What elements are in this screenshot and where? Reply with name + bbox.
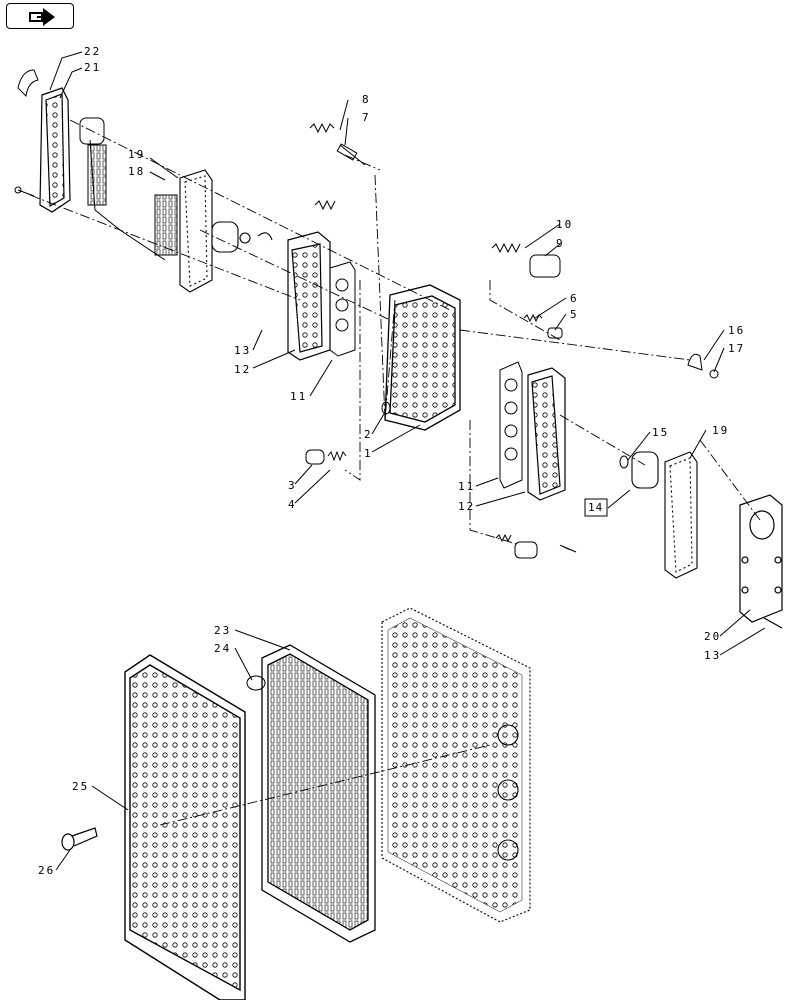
callout-10: 10 bbox=[556, 218, 573, 231]
callout-19-right: 19 bbox=[712, 424, 729, 437]
gasket-23 bbox=[261, 644, 376, 943]
separator-plate-25 bbox=[124, 654, 246, 1000]
plug-3-spring-4 bbox=[305, 449, 347, 465]
clip-16 bbox=[687, 353, 719, 379]
bolt-26 bbox=[61, 827, 98, 851]
callout-1: 1 bbox=[364, 447, 373, 460]
callout-24: 24 bbox=[214, 642, 231, 655]
spring-small bbox=[314, 199, 336, 211]
callout-6: 6 bbox=[570, 292, 579, 305]
callout-4: 4 bbox=[288, 498, 297, 511]
leader-lines bbox=[49, 51, 766, 871]
main-valve-body-1 bbox=[384, 284, 461, 431]
plug-24 bbox=[246, 675, 266, 691]
solenoid-15 bbox=[619, 451, 659, 489]
callout-5: 5 bbox=[570, 308, 579, 321]
valve-body-12-left bbox=[287, 231, 331, 361]
gasket-11-left bbox=[329, 261, 356, 357]
callout-14: 14 bbox=[588, 501, 603, 514]
spool-9-spring-10 bbox=[491, 242, 561, 278]
callout-21: 21 bbox=[84, 61, 101, 74]
bolt-left bbox=[14, 186, 35, 197]
callout-13-right: 13 bbox=[704, 649, 721, 662]
spring-8 bbox=[309, 122, 366, 166]
callout-labels: 22 21 19 18 8 7 10 9 6 5 13 12 11 2 1 3 … bbox=[38, 45, 745, 877]
cover-plate-20 bbox=[739, 494, 783, 629]
callout-18: 18 bbox=[128, 165, 145, 178]
callout-2: 2 bbox=[364, 428, 373, 441]
plug-5-spring-6 bbox=[523, 313, 563, 339]
callout-15: 15 bbox=[652, 426, 669, 439]
solenoid-harness-18 bbox=[79, 117, 178, 261]
gasket-19-right bbox=[664, 451, 698, 579]
callout-8: 8 bbox=[362, 93, 371, 106]
callout-23: 23 bbox=[214, 624, 231, 637]
callout-11-right: 11 bbox=[458, 480, 475, 493]
callout-26: 26 bbox=[38, 864, 55, 877]
callout-3: 3 bbox=[288, 479, 297, 492]
callout-17: 17 bbox=[728, 342, 745, 355]
callout-25: 25 bbox=[72, 780, 89, 793]
plug-bottom bbox=[495, 533, 577, 559]
callout-12-right: 12 bbox=[458, 500, 475, 513]
callout-9: 9 bbox=[556, 237, 565, 250]
callout-13-left: 13 bbox=[234, 344, 251, 357]
gasket-19-left bbox=[179, 169, 213, 293]
next-page-arrow-icon bbox=[29, 8, 55, 26]
cover-plate-21 bbox=[17, 69, 71, 213]
oring-2 bbox=[381, 401, 391, 415]
callout-14-box bbox=[584, 498, 608, 517]
callout-20: 20 bbox=[704, 630, 721, 643]
callout-16: 16 bbox=[728, 324, 745, 337]
solenoid-left bbox=[211, 221, 273, 253]
housing-dashed bbox=[381, 607, 531, 923]
gasket-11-right bbox=[499, 361, 523, 489]
callout-12-left: 12 bbox=[234, 363, 251, 376]
callout-22: 22 bbox=[84, 45, 101, 58]
next-page-button[interactable] bbox=[6, 3, 74, 29]
valve-body-12-right bbox=[527, 367, 566, 501]
callout-7: 7 bbox=[362, 111, 371, 124]
callout-11-left: 11 bbox=[290, 390, 307, 403]
callout-19-left: 19 bbox=[128, 148, 145, 161]
